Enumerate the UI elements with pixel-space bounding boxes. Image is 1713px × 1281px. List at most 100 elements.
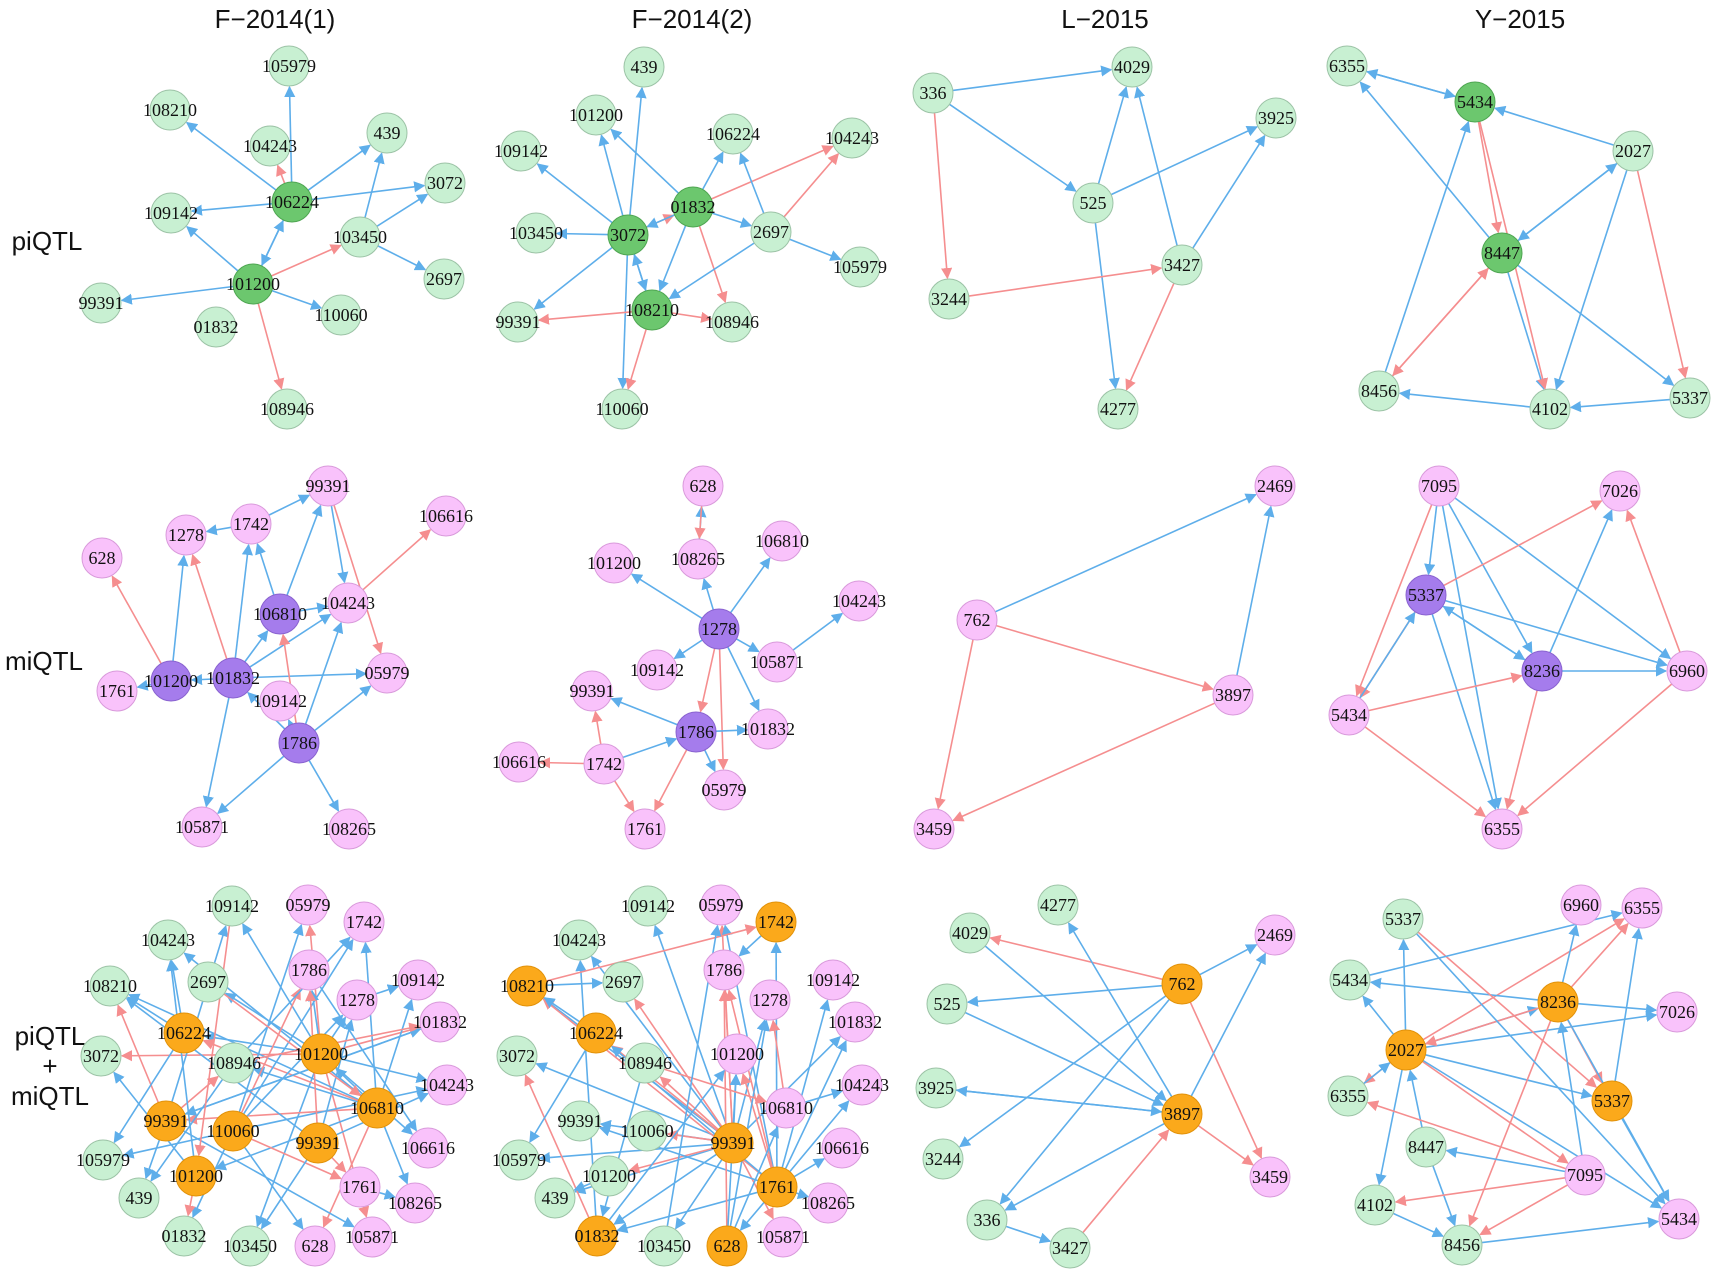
node-4277: 4277: [1097, 388, 1139, 430]
edge: [333, 504, 384, 655]
edge: [1569, 398, 1671, 413]
node-circle: [627, 885, 669, 927]
node-2027: 2027: [1385, 1029, 1427, 1071]
node-104243: 104243: [552, 919, 606, 961]
node-label: 101200: [569, 105, 623, 125]
node-label: 101200: [582, 1166, 636, 1186]
node-circle: [249, 125, 291, 167]
node-label: 6960: [1563, 895, 1599, 915]
node-label: 525: [934, 994, 961, 1014]
node-01832: 01832: [162, 1215, 207, 1257]
node-circle: [1358, 370, 1400, 412]
edge: [375, 984, 400, 995]
node-3925: 3925: [915, 1067, 957, 1109]
node-circle: [834, 1001, 876, 1043]
node-circle: [195, 306, 237, 348]
node-circle: [966, 1199, 1008, 1241]
node-label: 4277: [1040, 895, 1076, 915]
node-label: 7026: [1659, 1002, 1695, 1022]
node-label: 106224: [157, 1023, 211, 1043]
node-circle: [1111, 46, 1153, 88]
node-6355: 6355: [1621, 887, 1663, 929]
edge: [362, 529, 432, 591]
node-336: 336: [912, 72, 954, 114]
node-label: 3244: [931, 289, 967, 309]
row-label-miqtl: miQTL: [5, 646, 83, 676]
network-panels: 1059791082101042434391062243072109142103…: [76, 45, 1711, 1269]
node-label: 628: [89, 548, 116, 568]
node-circle: [559, 1100, 601, 1142]
node-circle: [747, 708, 789, 750]
node-3427: 3427: [1161, 244, 1203, 286]
node-circle: [496, 1035, 538, 1077]
edge: [304, 621, 344, 725]
node-circle: [926, 983, 968, 1025]
node-circle: [407, 1127, 449, 1169]
node-label: 01832: [194, 317, 239, 337]
node-3427: 3427: [1049, 1227, 1091, 1269]
node-circle: [1161, 1093, 1203, 1135]
node-762: 762: [1161, 963, 1203, 1005]
node-label: 1786: [706, 960, 742, 980]
node-label: 3925: [918, 1078, 954, 1098]
node-label: 5337: [1594, 1091, 1630, 1111]
node-109142: 109142: [391, 959, 445, 1001]
edge: [632, 253, 647, 292]
node-106224: 106224: [706, 113, 760, 155]
edge: [789, 1100, 850, 1173]
edge: [1422, 918, 1625, 1041]
edge: [252, 1086, 428, 1128]
node-525: 525: [926, 983, 968, 1025]
node-circle: [1254, 914, 1296, 956]
node-105871: 105871: [756, 1216, 810, 1258]
node-108265: 108265: [388, 1182, 442, 1224]
edge: [1415, 933, 1666, 1205]
node-label: 628: [690, 476, 717, 496]
node-99391: 99391: [306, 465, 351, 507]
edge: [989, 934, 1163, 981]
node-circle: [500, 130, 542, 172]
node-circle: [300, 1033, 342, 1075]
node-circle: [703, 769, 745, 811]
node-label: 439: [126, 1188, 153, 1208]
node-label: 1742: [586, 754, 622, 774]
node-label: 101832: [828, 1012, 882, 1032]
edge: [185, 121, 277, 191]
edge: [952, 65, 1113, 92]
edge: [331, 1156, 347, 1173]
node-525: 525: [1072, 182, 1114, 224]
edge: [543, 997, 580, 1023]
node-label: 8456: [1361, 381, 1397, 401]
node-106810: 106810: [253, 593, 307, 635]
node-circle: [700, 884, 742, 926]
node-circle: [366, 112, 408, 154]
node-label: 4102: [1357, 1195, 1393, 1215]
node-104243: 104243: [420, 1064, 474, 1106]
edge: [734, 1126, 779, 1228]
node-99391: 99391: [711, 1122, 756, 1164]
node-label: 628: [714, 1236, 741, 1256]
edge: [668, 242, 755, 300]
node-circle: [624, 1042, 666, 1084]
edge: [1621, 1118, 1670, 1202]
edge: [1366, 1100, 1567, 1170]
node-label: 1742: [233, 514, 269, 534]
edge: [202, 697, 230, 808]
node-label: 4029: [952, 923, 988, 943]
node-circle: [1658, 1198, 1700, 1240]
edge: [538, 757, 585, 769]
edge: [769, 1019, 784, 1089]
node-label: 106616: [419, 506, 473, 526]
node-110060: 110060: [595, 388, 649, 430]
node-circle: [711, 301, 753, 343]
edge: [276, 164, 287, 184]
node-label: 101832: [206, 668, 260, 688]
node-101200: 101200: [294, 1033, 348, 1075]
edge: [314, 685, 372, 732]
edge: [172, 554, 189, 662]
node-101200: 101200: [587, 542, 641, 584]
node-label: 7095: [1567, 1165, 1603, 1185]
node-label: 336: [974, 1210, 1001, 1230]
node-01832: 01832: [194, 306, 239, 348]
node-label: 108210: [500, 976, 554, 996]
